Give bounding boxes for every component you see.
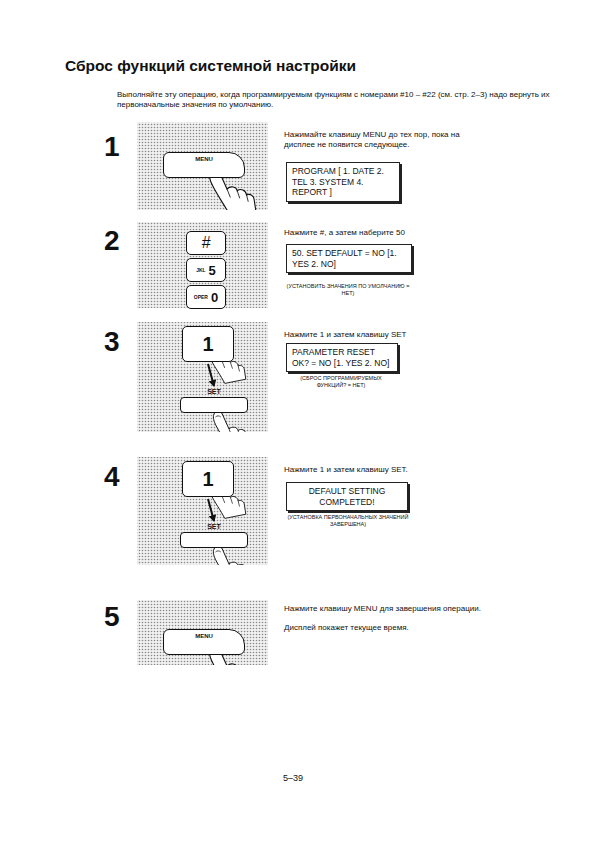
hand [213, 411, 254, 432]
instruction: Нажимайте клавишу MENU до тех пор, пока … [284, 130, 484, 150]
page-number: 5–39 [283, 773, 303, 784]
menu-key: MENU [163, 152, 245, 178]
lcd-display: 50. SET DEFAULT = NO [1. YES 2. NO] [286, 244, 412, 273]
display-note: (СБРОС ПРОГРАММИРУЕМЫХ ФУНКЦИЙ? = НЕТ) [286, 375, 396, 388]
step-number: 3 [104, 328, 120, 356]
key-cap [180, 397, 248, 413]
key-label: MENU [195, 156, 213, 162]
instruction: Нажмите #, а затем наберите 50 [284, 228, 484, 238]
key-label: OPER [194, 294, 208, 300]
intro-text: Выполняйте эту операцию, когда программи… [117, 90, 557, 110]
key-label: PARAMETER RESET OK? = NO [1. YES 2. NO] [292, 347, 389, 368]
key-label: 0 [211, 290, 218, 305]
key-label: SET [180, 388, 248, 395]
set-key: SET [180, 388, 248, 413]
digit-key: OPER0 [186, 285, 226, 309]
hash-key: # [186, 231, 226, 255]
step-number: 4 [104, 463, 120, 491]
key-label: JKL [196, 267, 205, 273]
step-arrow [208, 499, 214, 521]
hand [213, 546, 254, 565]
key-label: DEFAULT SETTING COMPLETED! [309, 486, 386, 507]
key-label: 5 [209, 263, 216, 278]
panel [137, 457, 268, 565]
key-label: PROGRAM [ 1. DATE 2. TEL 3. SYSTEM 4. RE… [292, 166, 384, 197]
lcd-display: PROGRAM [ 1. DATE 2. TEL 3. SYSTEM 4. RE… [286, 162, 400, 202]
step-number: 1 [104, 133, 120, 161]
digit-key: 1 [182, 326, 234, 362]
page-title: Сброс функций системной настройки [65, 56, 356, 75]
step-number: 2 [104, 227, 120, 255]
panel [137, 600, 268, 665]
key-label: 1 [202, 468, 213, 491]
step-arrow [208, 364, 214, 386]
key-label: 50. SET DEFAULT = NO [1. YES 2. NO] [292, 248, 397, 269]
key-label: 1 [202, 333, 213, 356]
key-label: SET [180, 523, 248, 530]
set-key: SET [180, 523, 248, 548]
panel [137, 322, 268, 432]
instruction: Дисплей покажет текущее время. [284, 623, 544, 633]
digit-key: JKL 5 [186, 258, 226, 282]
key-label: MENU [195, 633, 213, 639]
display-note: (УСТАНОВКА ПЕРВОНАЧАЛЬНЫХ ЗНАЧЕНИЙ ЗАВЕР… [286, 514, 410, 527]
lcd-display: PARAMETER RESET OK? = NO [1. YES 2. NO] [286, 343, 398, 372]
lcd-display: DEFAULT SETTING COMPLETED! [286, 482, 408, 511]
menu-key: MENU [163, 629, 245, 655]
display-note: (УСТАНОВИТЬ ЗНАЧЕНИЯ ПО УМОЛЧАНИЮ = НЕТ) [286, 283, 410, 296]
panel [137, 222, 268, 308]
instruction: Нажмите 1 и затем клавишу SET. [284, 465, 484, 475]
digit-key: 1 [182, 461, 234, 497]
instruction: Нажмите 1 и затем клавишу SET [284, 330, 484, 340]
key-cap [180, 532, 248, 548]
key-label: # [202, 234, 211, 252]
instruction: Нажмите клавишу MENU для завершения опер… [284, 604, 544, 614]
step-number: 5 [104, 603, 120, 631]
